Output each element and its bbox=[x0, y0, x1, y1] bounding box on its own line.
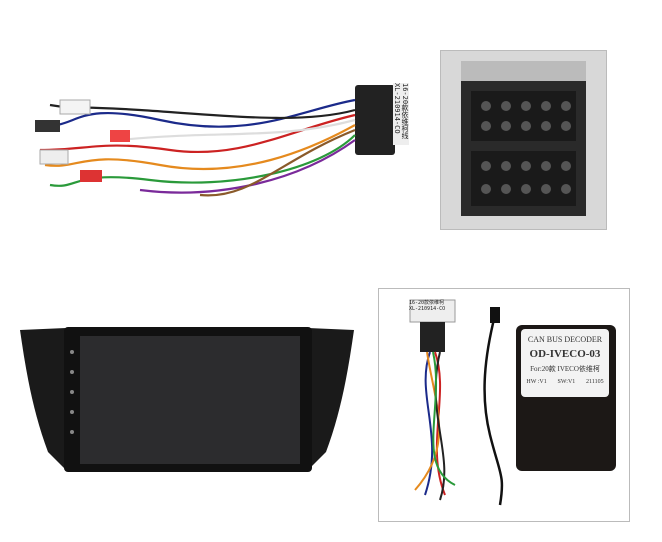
decoder-hw-version: HW :V1 bbox=[526, 379, 547, 385]
decoder-compatibility: For:20款 IVECO依维柯 bbox=[530, 365, 600, 373]
decoder-harness-label-line1: 16-20款依维柯 bbox=[409, 300, 445, 306]
connector-closeup-photo bbox=[440, 50, 607, 230]
decoder-harness-label-line2: XL-210914-CO bbox=[409, 306, 446, 312]
decoder-harness-image bbox=[409, 299, 504, 506]
harness-label: 16-20款依维柯线 XL-210914-CO bbox=[393, 83, 409, 145]
iso-connector-image bbox=[441, 51, 606, 229]
decoder-model: OD-IVECO-03 bbox=[529, 348, 601, 360]
car-stereo-unit-image bbox=[20, 327, 354, 472]
harness-label-line1: 16-20款依维柯线 bbox=[401, 83, 409, 140]
wiring-harness-image bbox=[35, 85, 395, 197]
decoder-harness-label: 16-20款依维柯 XL-210914-CO bbox=[409, 300, 445, 312]
decoder-date: 211105 bbox=[586, 379, 604, 385]
can-bus-decoder-box: CAN BUS DECODER OD-IVECO-03 For:20款 IVEC… bbox=[516, 325, 616, 471]
decoder-title: CAN BUS DECODER bbox=[527, 335, 603, 344]
decoder-sw-version: SW:V1 bbox=[557, 379, 576, 385]
harness-label-line2: XL-210914-CO bbox=[393, 83, 401, 134]
decoder-label: CAN BUS DECODER OD-IVECO-03 For:20款 IVEC… bbox=[521, 329, 609, 397]
